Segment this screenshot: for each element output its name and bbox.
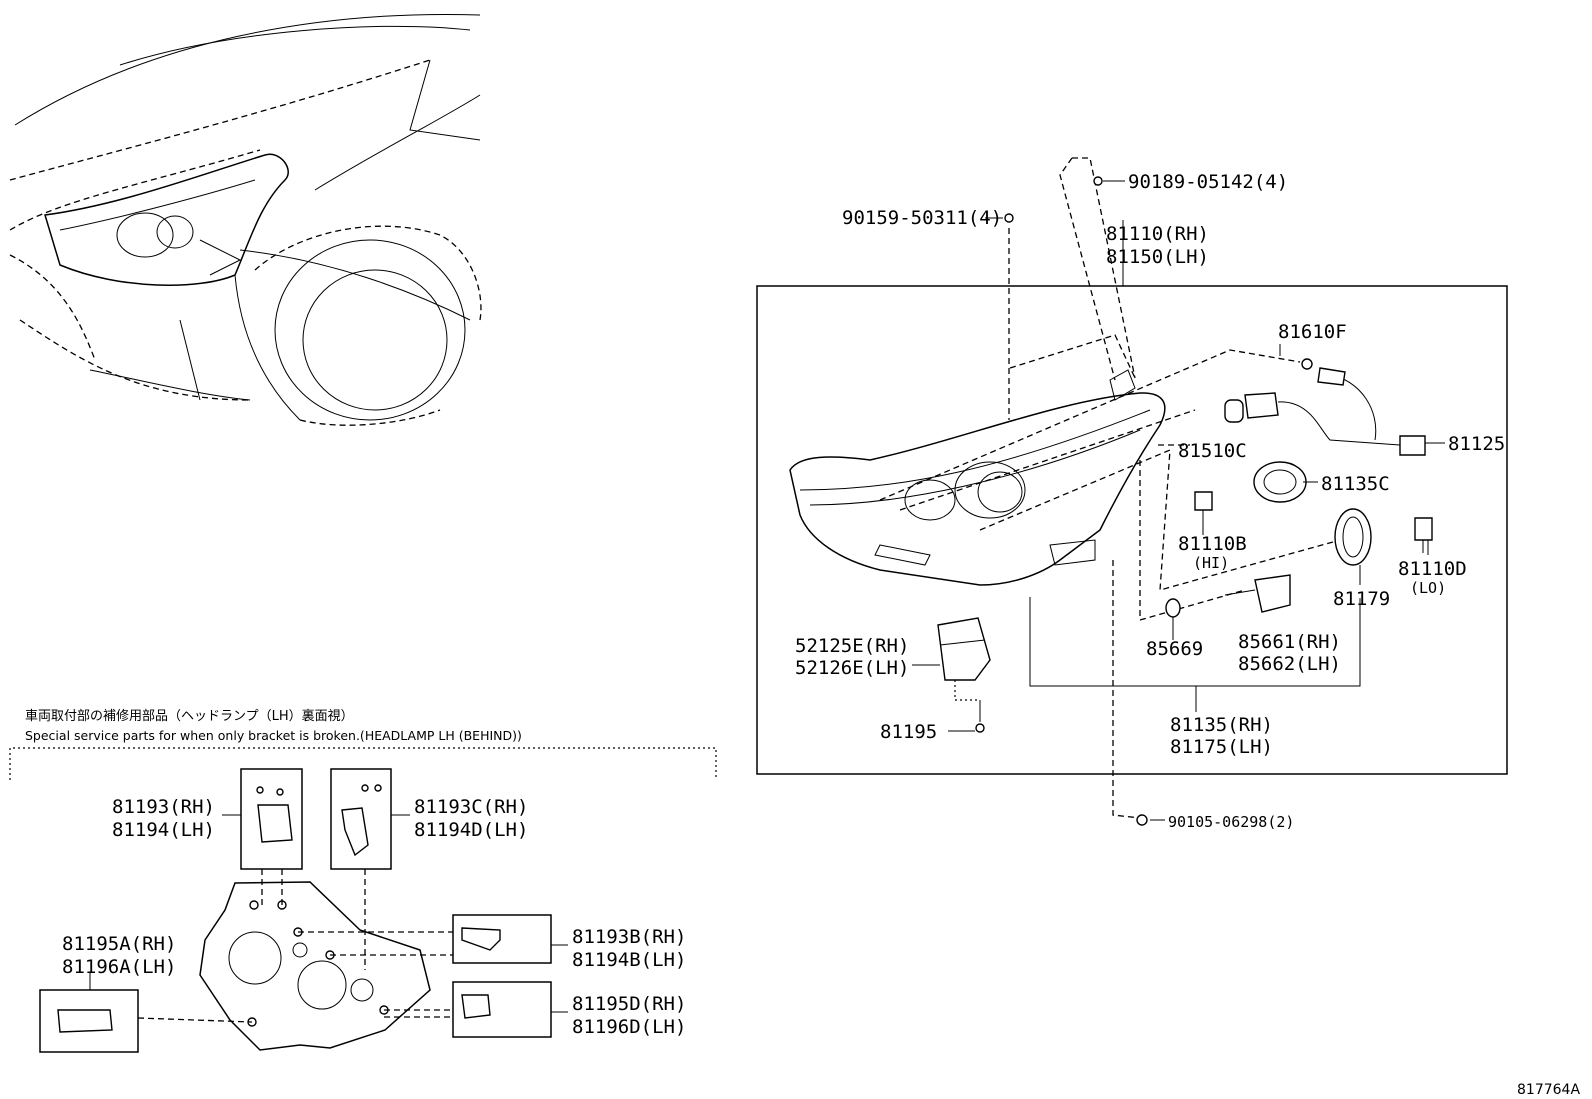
service-note-english: Special service parts for when only brac… [25, 728, 522, 743]
label-81110b-hi: (HI) [1193, 554, 1229, 572]
label-81196d-lh: 81196D(LH) [572, 1016, 686, 1038]
label-90105-06298: 90105-06298(2) [1168, 813, 1294, 831]
label-81135-rh: 81135(RH) [1170, 714, 1273, 736]
label-90159-50311: 90159-50311(4) [842, 207, 1002, 229]
label-85662-lh: 85662(LH) [1238, 653, 1341, 675]
service-part-box-81193 [240, 768, 303, 870]
label-85661-rh: 85661(RH) [1238, 631, 1341, 653]
label-81193-rh: 81193(RH) [112, 796, 215, 818]
label-81125: 81125 [1448, 433, 1505, 455]
service-part-box-81195d [452, 981, 552, 1038]
label-81196a-lh: 81196A(LH) [62, 956, 176, 978]
label-81135c: 81135C [1321, 473, 1390, 495]
label-81195d-rh: 81195D(RH) [572, 993, 686, 1015]
label-81194b-lh: 81194B(LH) [572, 949, 686, 971]
figure-id: 817764A [1517, 1082, 1580, 1098]
service-part-box-81193b [452, 914, 552, 964]
label-81193c-rh: 81193C(RH) [414, 796, 528, 818]
clip-icon [1136, 814, 1148, 826]
headlamp-unit [789, 334, 1341, 621]
service-part-box-81195a [39, 989, 139, 1053]
label-85669: 85669 [1146, 638, 1203, 660]
label-81194d-lh: 81194D(LH) [414, 819, 528, 841]
label-81110b: 81110B [1178, 533, 1247, 555]
label-81175-lh: 81175(LH) [1170, 736, 1273, 758]
headlamp-assembly-frame [756, 285, 1508, 775]
bolt-icon [1004, 213, 1014, 223]
label-81194-lh: 81194(LH) [112, 819, 215, 841]
label-81110d-lo: (LO) [1410, 579, 1446, 597]
label-52126e-lh: 52126E(LH) [795, 657, 909, 679]
label-81193b-rh: 81193B(RH) [572, 926, 686, 948]
vehicle-front-illustration [9, 14, 482, 426]
bracket-plate [199, 881, 431, 1051]
label-81110-rh: 81110(RH) [1106, 223, 1209, 245]
label-52125e-rh: 52125E(RH) [795, 635, 909, 657]
label-81110d: 81110D [1398, 558, 1467, 580]
label-90189-05142: 90189-05142(4) [1128, 171, 1288, 193]
label-81510c: 81510C [1178, 440, 1247, 462]
nut-icon [1093, 176, 1103, 186]
service-part-box-81193c [330, 768, 392, 870]
service-parts-bracket-line [9, 747, 717, 780]
label-81610f: 81610F [1278, 321, 1347, 343]
label-81195a-rh: 81195A(RH) [62, 933, 176, 955]
service-note-japanese: 車両取付部の補修用部品（ヘッドランプ（LH）裏面視） [25, 709, 354, 724]
label-81195: 81195 [880, 721, 937, 743]
label-81150-lh: 81150(LH) [1106, 246, 1209, 268]
label-81179: 81179 [1333, 588, 1390, 610]
bulb-parts [937, 358, 1433, 733]
